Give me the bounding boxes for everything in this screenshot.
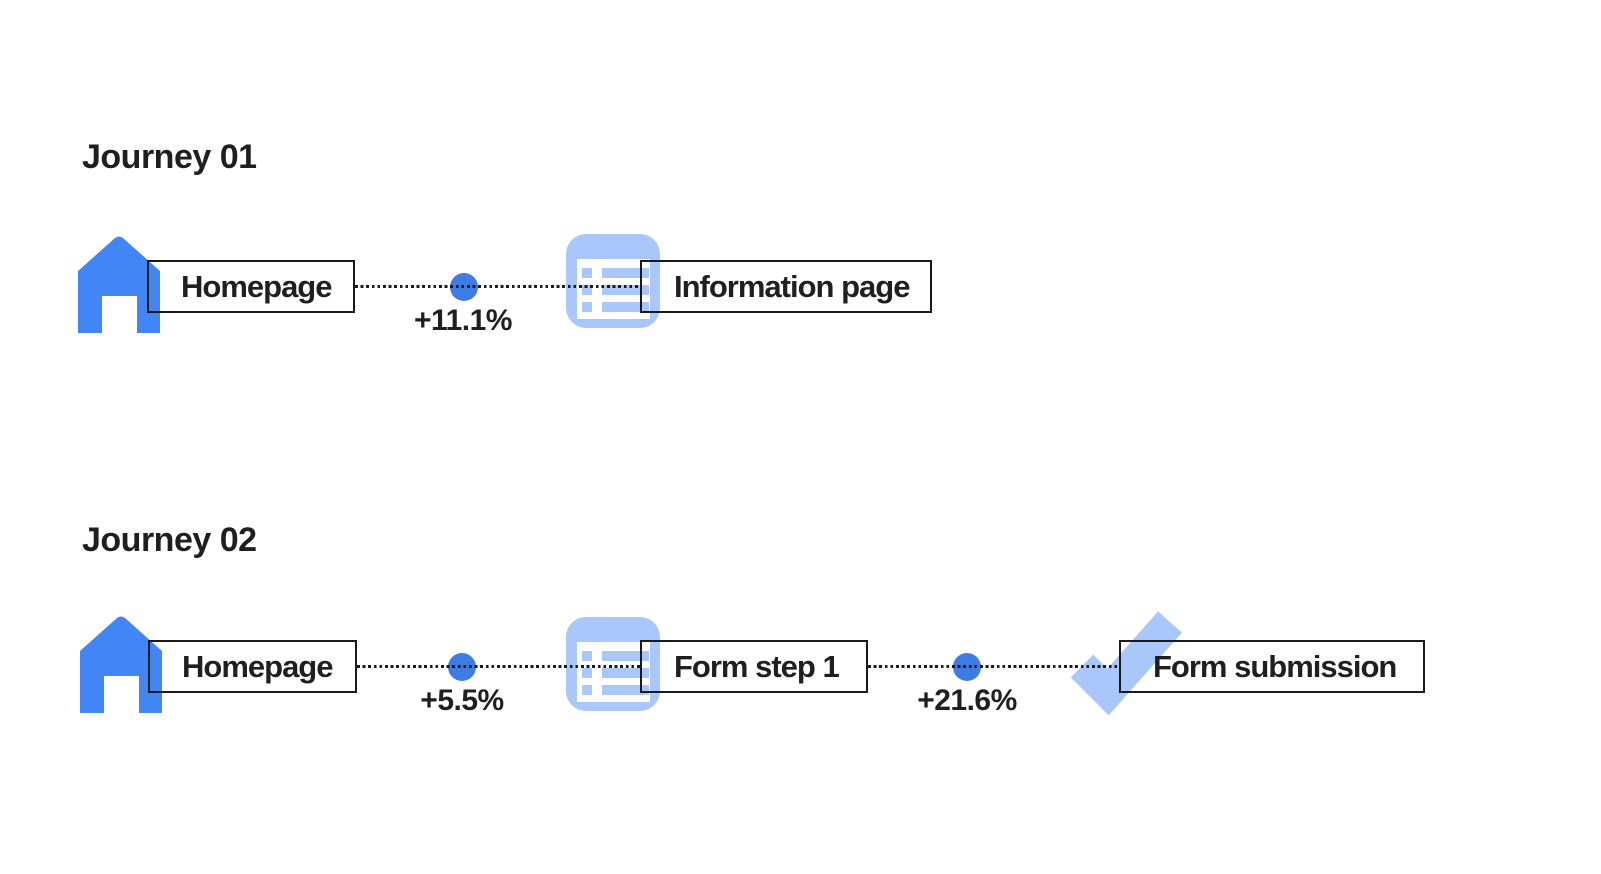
list-page-icon — [566, 617, 660, 711]
journey-1-title: Journey 01 — [82, 138, 257, 176]
step-label-box-form-submission: Form submission — [1119, 640, 1425, 693]
step-label-box-homepage: Homepage — [148, 640, 357, 693]
step-label: Form step 1 — [674, 648, 840, 684]
transition-line — [357, 665, 640, 668]
step-label: Homepage — [181, 268, 332, 304]
transition-line — [355, 285, 640, 288]
journey-2-title: Journey 02 — [82, 521, 257, 559]
step-label: Information page — [674, 268, 910, 304]
list-page-icon — [566, 234, 660, 328]
step-label-box-homepage: Homepage — [147, 260, 355, 313]
home-icon — [78, 235, 160, 333]
step-label: Form submission — [1153, 648, 1397, 684]
home-icon — [80, 615, 162, 713]
transition-value: +21.6% — [917, 684, 1017, 717]
transition-value: +11.1% — [414, 304, 512, 337]
step-label-box-form-step-1: Form step 1 — [640, 640, 868, 693]
step-label-box-information-page: Information page — [640, 260, 932, 313]
step-label: Homepage — [182, 648, 333, 684]
check-icon — [1070, 611, 1182, 716]
transition-line — [868, 665, 1119, 668]
transition-value: +5.5% — [420, 684, 504, 717]
